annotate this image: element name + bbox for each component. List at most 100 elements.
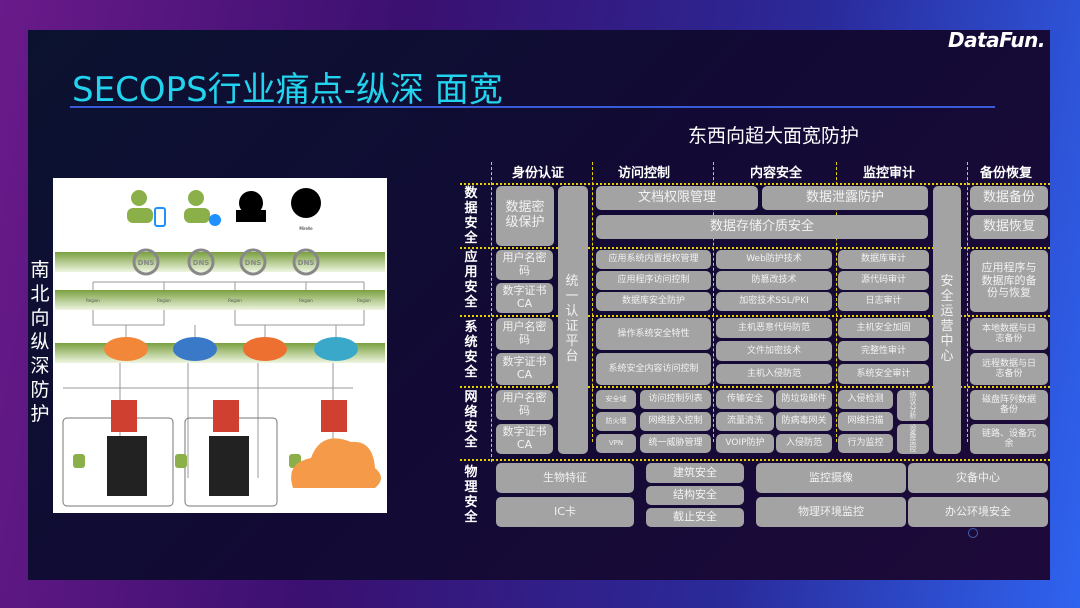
divider bbox=[460, 183, 1050, 185]
dns-label: DNS bbox=[138, 259, 155, 267]
svg-text:Region: Region bbox=[299, 298, 313, 303]
net-access-box: 安全域 bbox=[596, 390, 636, 409]
biometric-box: 生物特征 bbox=[496, 463, 634, 493]
data-restore-box: 数据恢复 bbox=[970, 215, 1048, 239]
app-backup-box: 应用程序与数据库的备份与恢复 bbox=[970, 250, 1048, 312]
row-physical-security: 物理安全 bbox=[464, 465, 478, 525]
soc-box: 安全运营中心 bbox=[933, 186, 961, 454]
app-access-box: 应用程序访问控制 bbox=[596, 271, 711, 290]
sys-audit-box: 完整性审计 bbox=[838, 341, 929, 361]
net-backup-box: 链路、设备冗余 bbox=[970, 424, 1048, 454]
app-audit-box: 数据库审计 bbox=[838, 250, 929, 269]
net-backup-box: 磁盘阵列数据备份 bbox=[970, 390, 1048, 420]
digital-cert-box: 数字证书CA bbox=[496, 283, 553, 313]
row-data-security: 数据安全 bbox=[464, 186, 478, 246]
left-vertical-label: 南北向纵深防护 bbox=[30, 259, 50, 425]
net-content-box: 防病毒网关 bbox=[776, 412, 832, 431]
net-access-box: 防火墙 bbox=[596, 412, 636, 431]
net-audit-box: 入侵检测 bbox=[838, 390, 893, 409]
cloud-icons bbox=[104, 337, 358, 361]
public-cloud-icon bbox=[291, 438, 381, 488]
unified-auth-platform: 统一认证平台 bbox=[558, 186, 588, 454]
net-access-box: 网络接入控制 bbox=[640, 412, 711, 431]
protocol-analysis-box: 协议分析 bbox=[897, 390, 929, 421]
datafun-logo: DataFun. bbox=[948, 28, 1045, 52]
sys-audit-box: 系统安全审计 bbox=[838, 364, 929, 384]
app-content-box: 加密技术SSL/PKI bbox=[716, 292, 832, 311]
net-audit-box: 网络扫描 bbox=[838, 412, 893, 431]
building-security-box: 建筑安全 bbox=[646, 463, 744, 483]
office-security-box: 办公环境安全 bbox=[908, 497, 1048, 527]
app-audit-box: 源代码审计 bbox=[838, 271, 929, 290]
divider bbox=[460, 459, 1050, 461]
svg-text:Region: Region bbox=[228, 298, 242, 303]
net-access-box: 统一威胁管理 bbox=[640, 434, 711, 453]
col-content: 内容安全 bbox=[750, 166, 803, 181]
subtitle: 东西向超大面宽防护 bbox=[688, 125, 860, 147]
sys-content-box: 主机恶意代码防范 bbox=[716, 318, 832, 338]
app-access-box: 应用系统内置授权管理 bbox=[596, 250, 711, 269]
env-monitor-box: 物理环境监控 bbox=[756, 497, 906, 527]
sys-backup-box: 本地数据与日志备份 bbox=[970, 318, 1048, 350]
net-content-box: VOIP防护 bbox=[716, 434, 774, 453]
cctv-box: 监控摄像 bbox=[756, 463, 906, 493]
sys-audit-box: 主机安全加固 bbox=[838, 318, 929, 338]
user-icons bbox=[127, 190, 210, 223]
dns-label: DNS bbox=[193, 259, 210, 267]
digital-cert-box: 数字证书CA bbox=[496, 353, 553, 385]
col-backup: 备份恢复 bbox=[980, 166, 1033, 181]
divider bbox=[460, 247, 1050, 249]
globe-icon bbox=[209, 214, 221, 226]
svg-text:Region: Region bbox=[157, 298, 171, 303]
row-app-security: 应用安全 bbox=[464, 250, 478, 310]
data-backup-box: 数据备份 bbox=[970, 186, 1048, 210]
title-underline bbox=[70, 106, 995, 108]
username-password-box: 用户名密码 bbox=[496, 250, 553, 280]
row-network-security: 网络安全 bbox=[464, 390, 478, 450]
slide-title: SECOPS行业痛点-纵深 面宽 bbox=[72, 70, 503, 110]
col-identity: 身份认证 bbox=[512, 166, 565, 181]
sys-content-box: 主机入侵防范 bbox=[716, 364, 832, 384]
col-access: 访问控制 bbox=[618, 166, 671, 181]
sys-access-box: 系统安全内容访问控制 bbox=[596, 353, 711, 385]
server-icons bbox=[107, 436, 249, 496]
phone-icon bbox=[154, 207, 166, 227]
net-content-box: 防垃圾邮件 bbox=[776, 390, 832, 409]
barrier-security-box: 截止安全 bbox=[646, 508, 744, 527]
svg-text:Mirelle: Mirelle bbox=[299, 226, 313, 231]
net-access-box: 访问控制列表 bbox=[640, 390, 711, 409]
app-audit-box: 日志审计 bbox=[838, 292, 929, 311]
ring-decoration bbox=[968, 528, 978, 538]
svg-text:Region: Region bbox=[86, 298, 100, 303]
virus-icon bbox=[291, 188, 321, 218]
app-access-box: 数据库安全防护 bbox=[596, 292, 711, 311]
sys-access-box: 操作系统安全特性 bbox=[596, 318, 711, 350]
divider bbox=[460, 315, 1050, 317]
sys-content-box: 文件加密技术 bbox=[716, 341, 832, 361]
net-access-box: VPN bbox=[596, 434, 636, 453]
net-content-box: 流量清洗 bbox=[716, 412, 774, 431]
row-system-security: 系统安全 bbox=[464, 320, 478, 380]
dns-label: DNS bbox=[245, 259, 262, 267]
dns-label: DNS bbox=[298, 259, 315, 267]
data-classification-box: 数据密级保护 bbox=[496, 186, 554, 246]
net-audit-box: 行为监控 bbox=[838, 434, 893, 453]
divider bbox=[460, 386, 1050, 388]
app-content-box: Web防护技术 bbox=[716, 250, 832, 269]
divider bbox=[713, 162, 714, 442]
hacker-icon bbox=[236, 191, 266, 222]
app-content-box: 防篡改技术 bbox=[716, 271, 832, 290]
svg-text:Region: Region bbox=[357, 298, 371, 303]
divider bbox=[967, 162, 968, 442]
structure-security-box: 结构安全 bbox=[646, 486, 744, 505]
firewall-icons bbox=[111, 400, 347, 432]
divider bbox=[836, 162, 837, 442]
data-leak-box: 数据泄露防护 bbox=[762, 186, 928, 210]
username-password-box: 用户名密码 bbox=[496, 318, 553, 350]
dns-band bbox=[55, 252, 385, 272]
storage-security-box: 数据存储介质安全 bbox=[596, 215, 928, 239]
digital-cert-box: 数字证书CA bbox=[496, 424, 553, 454]
col-audit: 监控审计 bbox=[863, 166, 916, 181]
net-content-box: 入侵防范 bbox=[776, 434, 832, 453]
device-monitor-box: 设备监控 bbox=[897, 424, 929, 454]
